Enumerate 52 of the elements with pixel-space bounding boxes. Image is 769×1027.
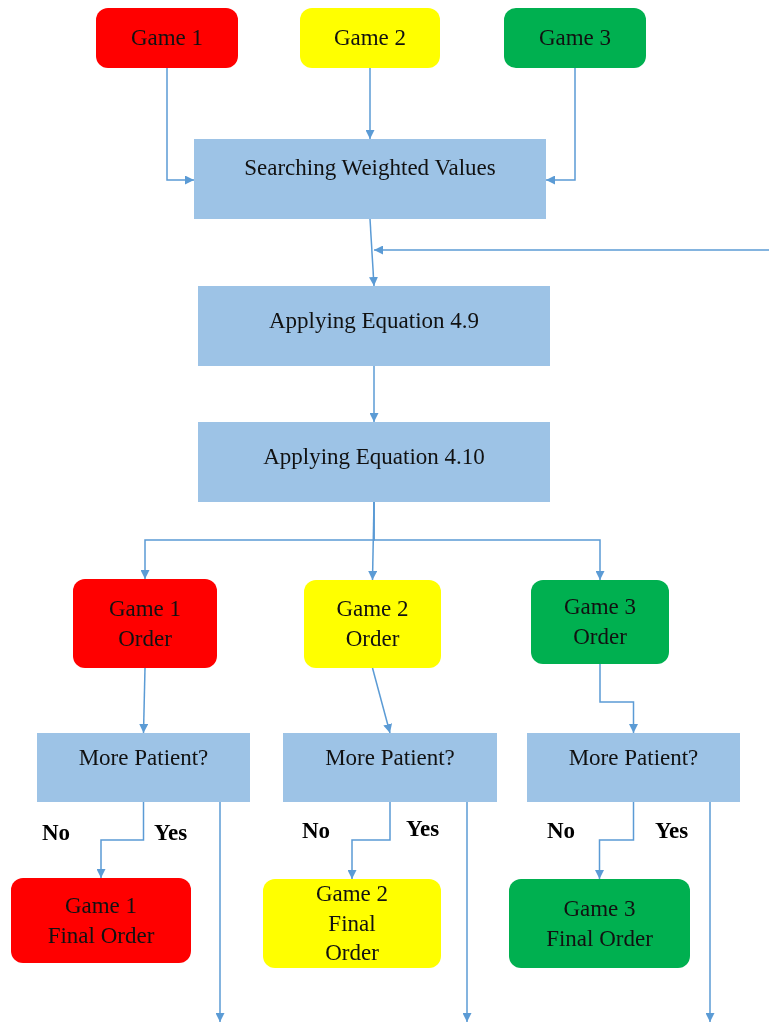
arrow xyxy=(139,667,149,734)
arrow xyxy=(373,501,605,581)
box-text: Game 2 Final Order xyxy=(314,879,390,968)
edge-label: Yes xyxy=(655,818,689,844)
terminal-box xyxy=(263,879,441,968)
terminal-box xyxy=(11,878,191,963)
terminal-box xyxy=(531,580,669,664)
terminal-box xyxy=(96,8,238,68)
edge-label: Yes xyxy=(154,820,188,846)
arrow xyxy=(373,245,769,255)
terminal-box xyxy=(509,879,690,968)
process-box xyxy=(198,422,550,502)
box-text: Game 2 xyxy=(332,24,408,53)
box-text: Searching Weighted Values xyxy=(244,154,496,183)
terminal-box xyxy=(504,8,646,68)
arrow xyxy=(371,667,392,734)
terminal-box xyxy=(300,8,440,68)
arrow xyxy=(365,67,375,140)
box-text: More Patient? xyxy=(568,743,699,772)
edge-label: No xyxy=(302,818,331,844)
process-box xyxy=(37,733,250,802)
process-box xyxy=(198,286,550,366)
arrow xyxy=(705,801,715,1023)
process-box xyxy=(283,733,497,802)
edge-label: No xyxy=(547,818,576,844)
process-box xyxy=(527,733,740,802)
box-text: Game 3 Final Order xyxy=(545,894,654,953)
arrow xyxy=(369,365,379,423)
arrow xyxy=(599,663,638,734)
edge-label: Yes xyxy=(406,816,440,842)
terminal-box xyxy=(73,579,217,668)
terminal-box xyxy=(304,580,441,668)
box-text: More Patient? xyxy=(325,743,455,772)
box-text: Game 2 Order xyxy=(335,595,410,653)
box-text: Game 1 xyxy=(129,24,205,53)
arrow xyxy=(595,801,635,880)
arrow xyxy=(368,218,378,287)
box-text: Applying Equation 4.10 xyxy=(263,443,485,472)
box-text: More Patient? xyxy=(78,743,209,772)
box-text: Game 1 Order xyxy=(107,594,183,653)
process-box xyxy=(194,139,546,219)
box-text: Game 3 Order xyxy=(562,593,638,651)
box-text: Game 1 Final Order xyxy=(46,891,156,950)
arrow xyxy=(545,67,576,185)
box-text: Applying Equation 4.9 xyxy=(268,307,480,336)
box-text: Game 3 xyxy=(537,24,613,53)
arrow xyxy=(347,801,391,880)
arrow xyxy=(215,801,225,1023)
arrow xyxy=(462,801,472,1023)
arrow xyxy=(96,801,145,879)
arrow xyxy=(166,67,195,185)
edge-label: No xyxy=(42,820,71,846)
